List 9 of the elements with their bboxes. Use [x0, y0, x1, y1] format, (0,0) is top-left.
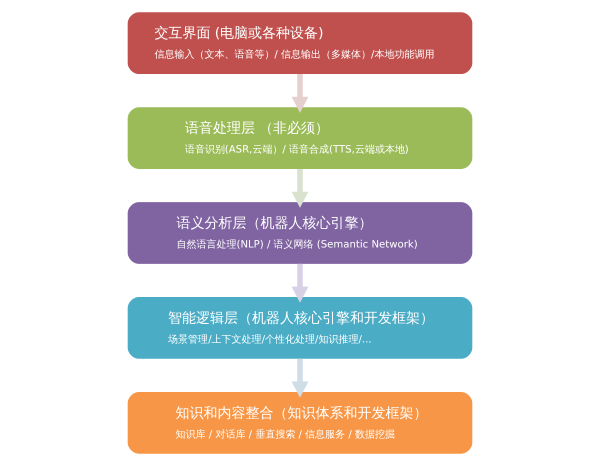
node-box: 知识和内容整合（知识体系和开发框架） 知识库 / 对话库 / 垂直搜索 / 信息服务 / 数据挖掘: [128, 392, 472, 454]
arrow: [292, 264, 308, 303]
arrow: [292, 74, 308, 113]
node-box: 语音处理层 （非必须） 语音识别(ASR,云端）/ 语音合成(TTS,云端或本地): [128, 107, 472, 169]
node-box: 语义分析层（机器人核心引擎） 自然语言处理(NLP) / 语义网络 (Semantic Network): [128, 202, 472, 264]
arrow: [292, 168, 308, 208]
node-box: 智能逻辑层（机器人核心引擎和开发框架） 场景管理/上下文处理/个性化处理/知识推理/...: [128, 297, 472, 359]
node-box: 交互界面 (电脑或各种设备) 信息输入（文本、语音等）/ 信息输出（多媒体）/本地功能调用: [128, 12, 472, 74]
arrow: [292, 358, 308, 398]
